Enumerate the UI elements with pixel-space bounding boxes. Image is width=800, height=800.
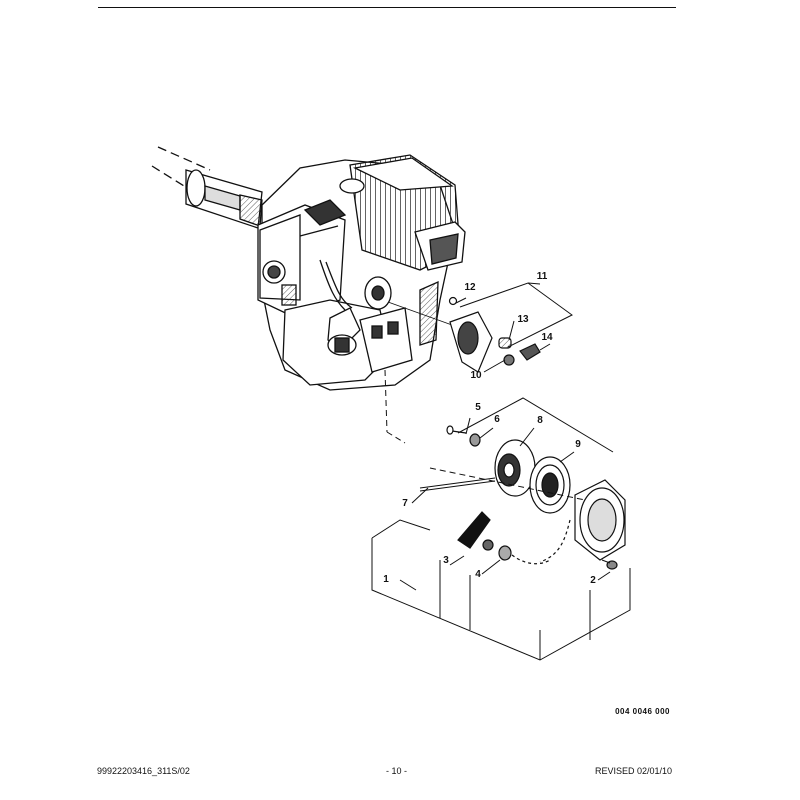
part-callout-8: 8: [537, 415, 543, 426]
part-callout-1: 1: [383, 574, 389, 585]
footer-document-number: 99922203416_311S/02: [97, 766, 190, 776]
part-callout-13: 13: [517, 314, 529, 325]
engine-housing: [257, 154, 466, 391]
part-callout-9: 9: [575, 439, 581, 450]
part-callout-4: 4: [475, 569, 481, 580]
callout-brackets: [371, 282, 631, 661]
pawl-parts: [387, 296, 541, 373]
footer-revision-date: REVISED 02/01/10: [594, 766, 672, 776]
footer-page-number: - 10 -: [386, 766, 408, 776]
part-callout-2: 2: [590, 575, 596, 586]
part-callout-11: 11: [537, 271, 548, 282]
starter-parts: [419, 425, 626, 570]
part-callout-3: 3: [443, 555, 449, 566]
part-callout-10: 10: [470, 370, 482, 381]
figure-code: 004 0046 000: [615, 707, 670, 716]
part-callout-5: 5: [475, 402, 481, 413]
engine-assembly: [151, 146, 466, 391]
assembly-guides: [384, 369, 586, 501]
part-callout-14: 14: [541, 332, 553, 343]
part-callout-6: 6: [494, 414, 500, 425]
part-callout-12: 12: [464, 282, 476, 293]
drive-shaft: [151, 146, 263, 229]
header-rule: [98, 7, 676, 8]
part-callout-7: 7: [402, 498, 408, 509]
